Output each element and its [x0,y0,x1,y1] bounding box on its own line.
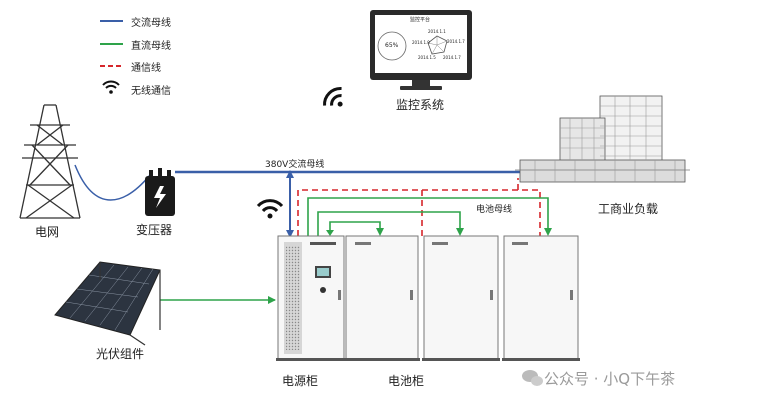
legend-ac-label: 交流母线 [131,18,171,29]
wifi-icon [256,199,284,219]
battery-bus-label: 电池母线 [476,205,513,215]
commercial-building-icon [515,95,690,183]
monitor-date-4: 2014.1.5 [418,55,436,60]
monitor-date-1: 2014.1.1 [428,29,446,34]
legend-comm-label: 通信线 [131,63,161,74]
monitor-date-5: 2014.1.7 [443,55,461,60]
wechat-icon [522,370,543,386]
monitor-screen-title: 监控平台 [410,17,431,23]
monitor-pie-value: 65% [385,42,399,49]
power-cabinet-label: 电源柜 [282,374,319,388]
monitoring-label: 监控系统 [396,98,445,112]
transformer-icon [145,168,175,216]
transformer-label: 变压器 [136,223,173,237]
battery-cabinet-3 [502,235,580,361]
dc-arrows [268,228,552,304]
pv-label: 光伏组件 [96,347,145,361]
legend-wireless-label: 无线通信 [131,86,171,97]
power-cabinet [276,235,346,361]
monitor-date-3: 2014.1.9 [412,40,430,45]
pv-panel-icon [54,261,161,346]
battery-cabinet-1 [344,235,420,361]
monitor-date-2: 2014.1.7 [447,39,465,44]
battery-cabinet-2 [422,235,500,361]
watermark: 公众号 · 小Q下午茶 [544,370,676,388]
load-label: 工商业负载 [598,202,659,216]
dc-bus-lines [160,197,549,301]
battery-cabinet-label: 电池柜 [388,374,425,388]
grid-cable [74,164,151,201]
comm-lines [297,178,541,238]
legend-wifi-icon [102,80,120,94]
ac-bus-label: 380V交流母线 [265,160,325,170]
legend-dc-label: 直流母线 [131,41,171,52]
grid-label: 电网 [35,225,60,239]
monitor-icon [370,10,472,90]
wifi-signal-icon [323,87,343,107]
power-tower-icon [19,104,81,219]
